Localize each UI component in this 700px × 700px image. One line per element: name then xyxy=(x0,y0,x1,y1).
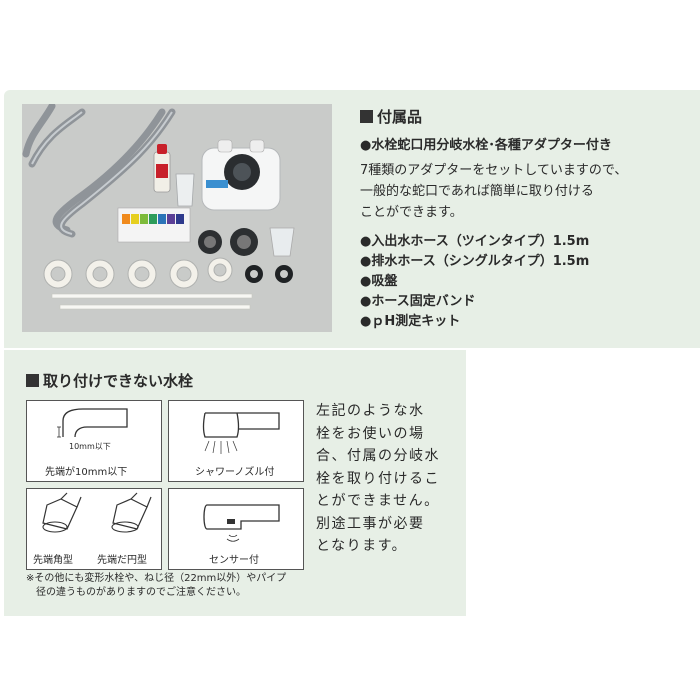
caption-oval-tip: 先端だ円型 xyxy=(97,555,147,566)
accessory-item-twin-hose: ●入出水ホース（ツインタイプ）1.5m xyxy=(360,234,590,249)
faucet-box-square-oval-tip: 先端角型 先端だ円型 xyxy=(26,488,162,570)
heading-square-icon xyxy=(360,110,373,123)
accessory-item-ph-kit: ●ｐH測定キット xyxy=(360,314,461,329)
incompatible-panel xyxy=(4,348,466,616)
accessory-item-faucet-adapter: ●水栓蛇口用分岐水栓･各種アダプター付き xyxy=(360,138,612,153)
caption-shower-nozzle: シャワーノズル付 xyxy=(195,467,275,478)
incompatible-explanation: 左記のような水 栓をお使いの場 合、付属の分岐水 栓を取り付けるこ とができませ… xyxy=(316,403,440,554)
heading-square-icon xyxy=(26,374,39,387)
accessories-photo xyxy=(22,104,332,332)
faucet-box-thin-tip: 10mm以下 先端が10mm以下 xyxy=(26,400,162,482)
faucet-box-sensor: センサー付 xyxy=(168,488,304,570)
caption-sensor: センサー付 xyxy=(209,555,259,566)
caption-square-tip: 先端角型 xyxy=(33,555,73,566)
incompatible-footnote: ※その他にも変形水栓や、ねじ径（22mm以外）やパイプ 径の違うものがありますの… xyxy=(26,573,287,598)
accessories-description: 7種類のアダプターをセットしていますので、 一般的な蛇口であれば簡単に取り付ける… xyxy=(360,163,628,220)
incompatible-heading: 取り付けできない水栓 xyxy=(26,370,193,391)
accessories-heading: 付属品 xyxy=(360,106,422,127)
caption-thin-tip: 先端が10mm以下 xyxy=(45,467,128,478)
faucet-box-shower-nozzle: シャワーノズル付 xyxy=(168,400,304,482)
accessory-item-drain-hose: ●排水ホース（シングルタイプ）1.5m xyxy=(360,254,590,269)
accessory-item-suction-cup: ●吸盤 xyxy=(360,274,398,289)
accessory-item-hose-band: ●ホース固定バンド xyxy=(360,294,476,309)
dimension-label: 10mm以下 xyxy=(69,442,111,451)
